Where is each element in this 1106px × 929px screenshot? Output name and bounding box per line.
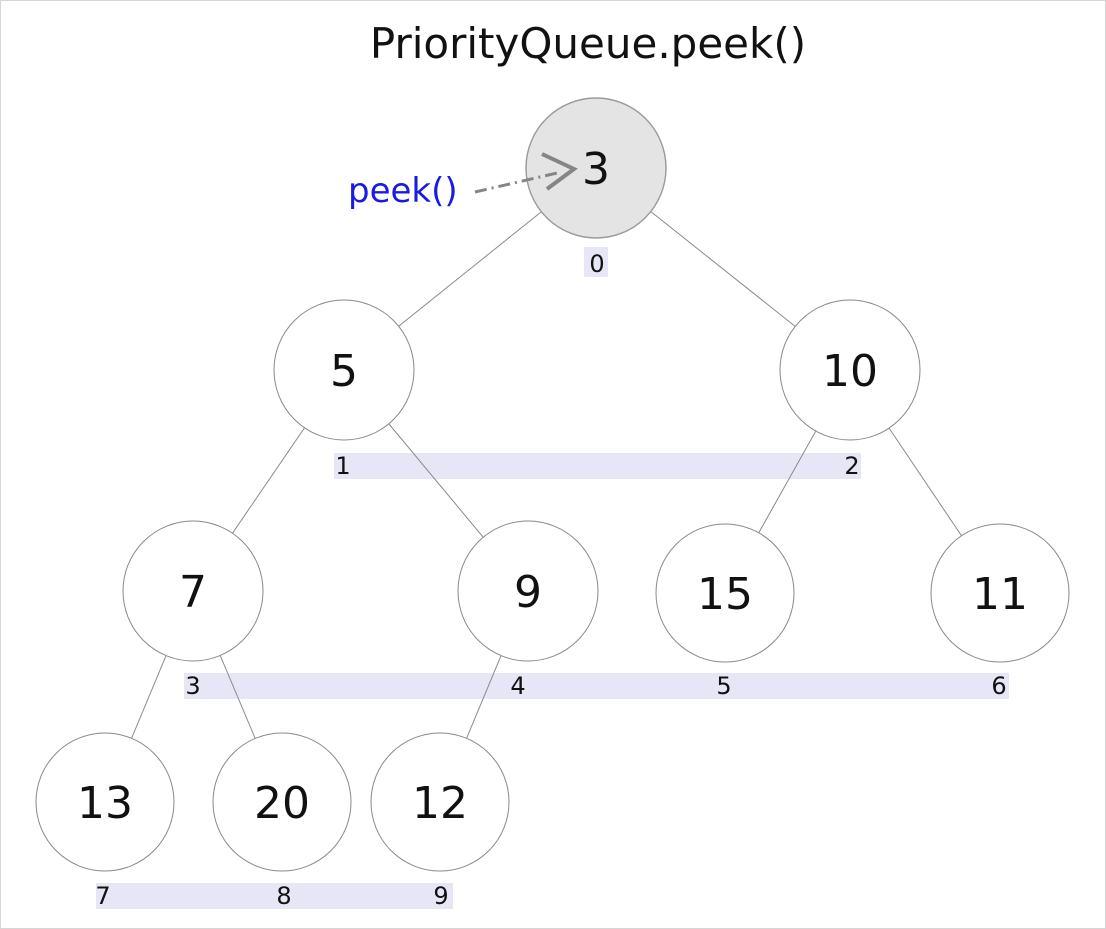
- node-value-root: 3: [582, 144, 610, 195]
- index-label-1: 1: [335, 452, 350, 480]
- index-band-level-2: [184, 673, 1009, 699]
- node-circle-20: [212, 732, 352, 872]
- diagram-title: PriorityQueue.peek(): [370, 19, 806, 68]
- index-label-4: 4: [510, 672, 525, 700]
- node-circle-7: [122, 520, 264, 662]
- index-label-2: 2: [844, 452, 859, 480]
- index-label-6: 6: [991, 672, 1006, 700]
- node-circle-15: [655, 523, 795, 663]
- node-value: 10: [822, 346, 878, 397]
- node-value: 5: [330, 346, 358, 397]
- node-value: 15: [697, 569, 753, 620]
- index-band-level-3: [96, 883, 453, 909]
- node-circle-5: [273, 299, 415, 441]
- index-band-level-0: [584, 247, 608, 277]
- node-value: 20: [254, 778, 310, 829]
- index-label-0: 0: [589, 250, 604, 278]
- node-value: 11: [972, 569, 1028, 620]
- node-value: 7: [179, 567, 207, 618]
- index-band-level-1: [334, 453, 861, 479]
- node-value: 13: [77, 778, 133, 829]
- peek-annotation-label: peek(): [348, 171, 458, 211]
- node-circle-10: [779, 299, 921, 441]
- index-label-7: 7: [95, 882, 110, 910]
- node-value: 9: [514, 567, 542, 618]
- index-label-3: 3: [185, 672, 200, 700]
- index-label-9: 9: [433, 882, 448, 910]
- peek-arrow-icon: [541, 152, 578, 191]
- index-label-5: 5: [716, 672, 731, 700]
- node-circle-9: [457, 520, 599, 662]
- node-value: 12: [412, 778, 468, 829]
- index-label-8: 8: [276, 882, 291, 910]
- node-circle-11: [930, 523, 1070, 663]
- node-circle-root-3: [525, 97, 667, 239]
- node-circle-12: [370, 732, 510, 872]
- peek-arrow-line: [474, 171, 558, 194]
- node-circle-13: [35, 732, 175, 872]
